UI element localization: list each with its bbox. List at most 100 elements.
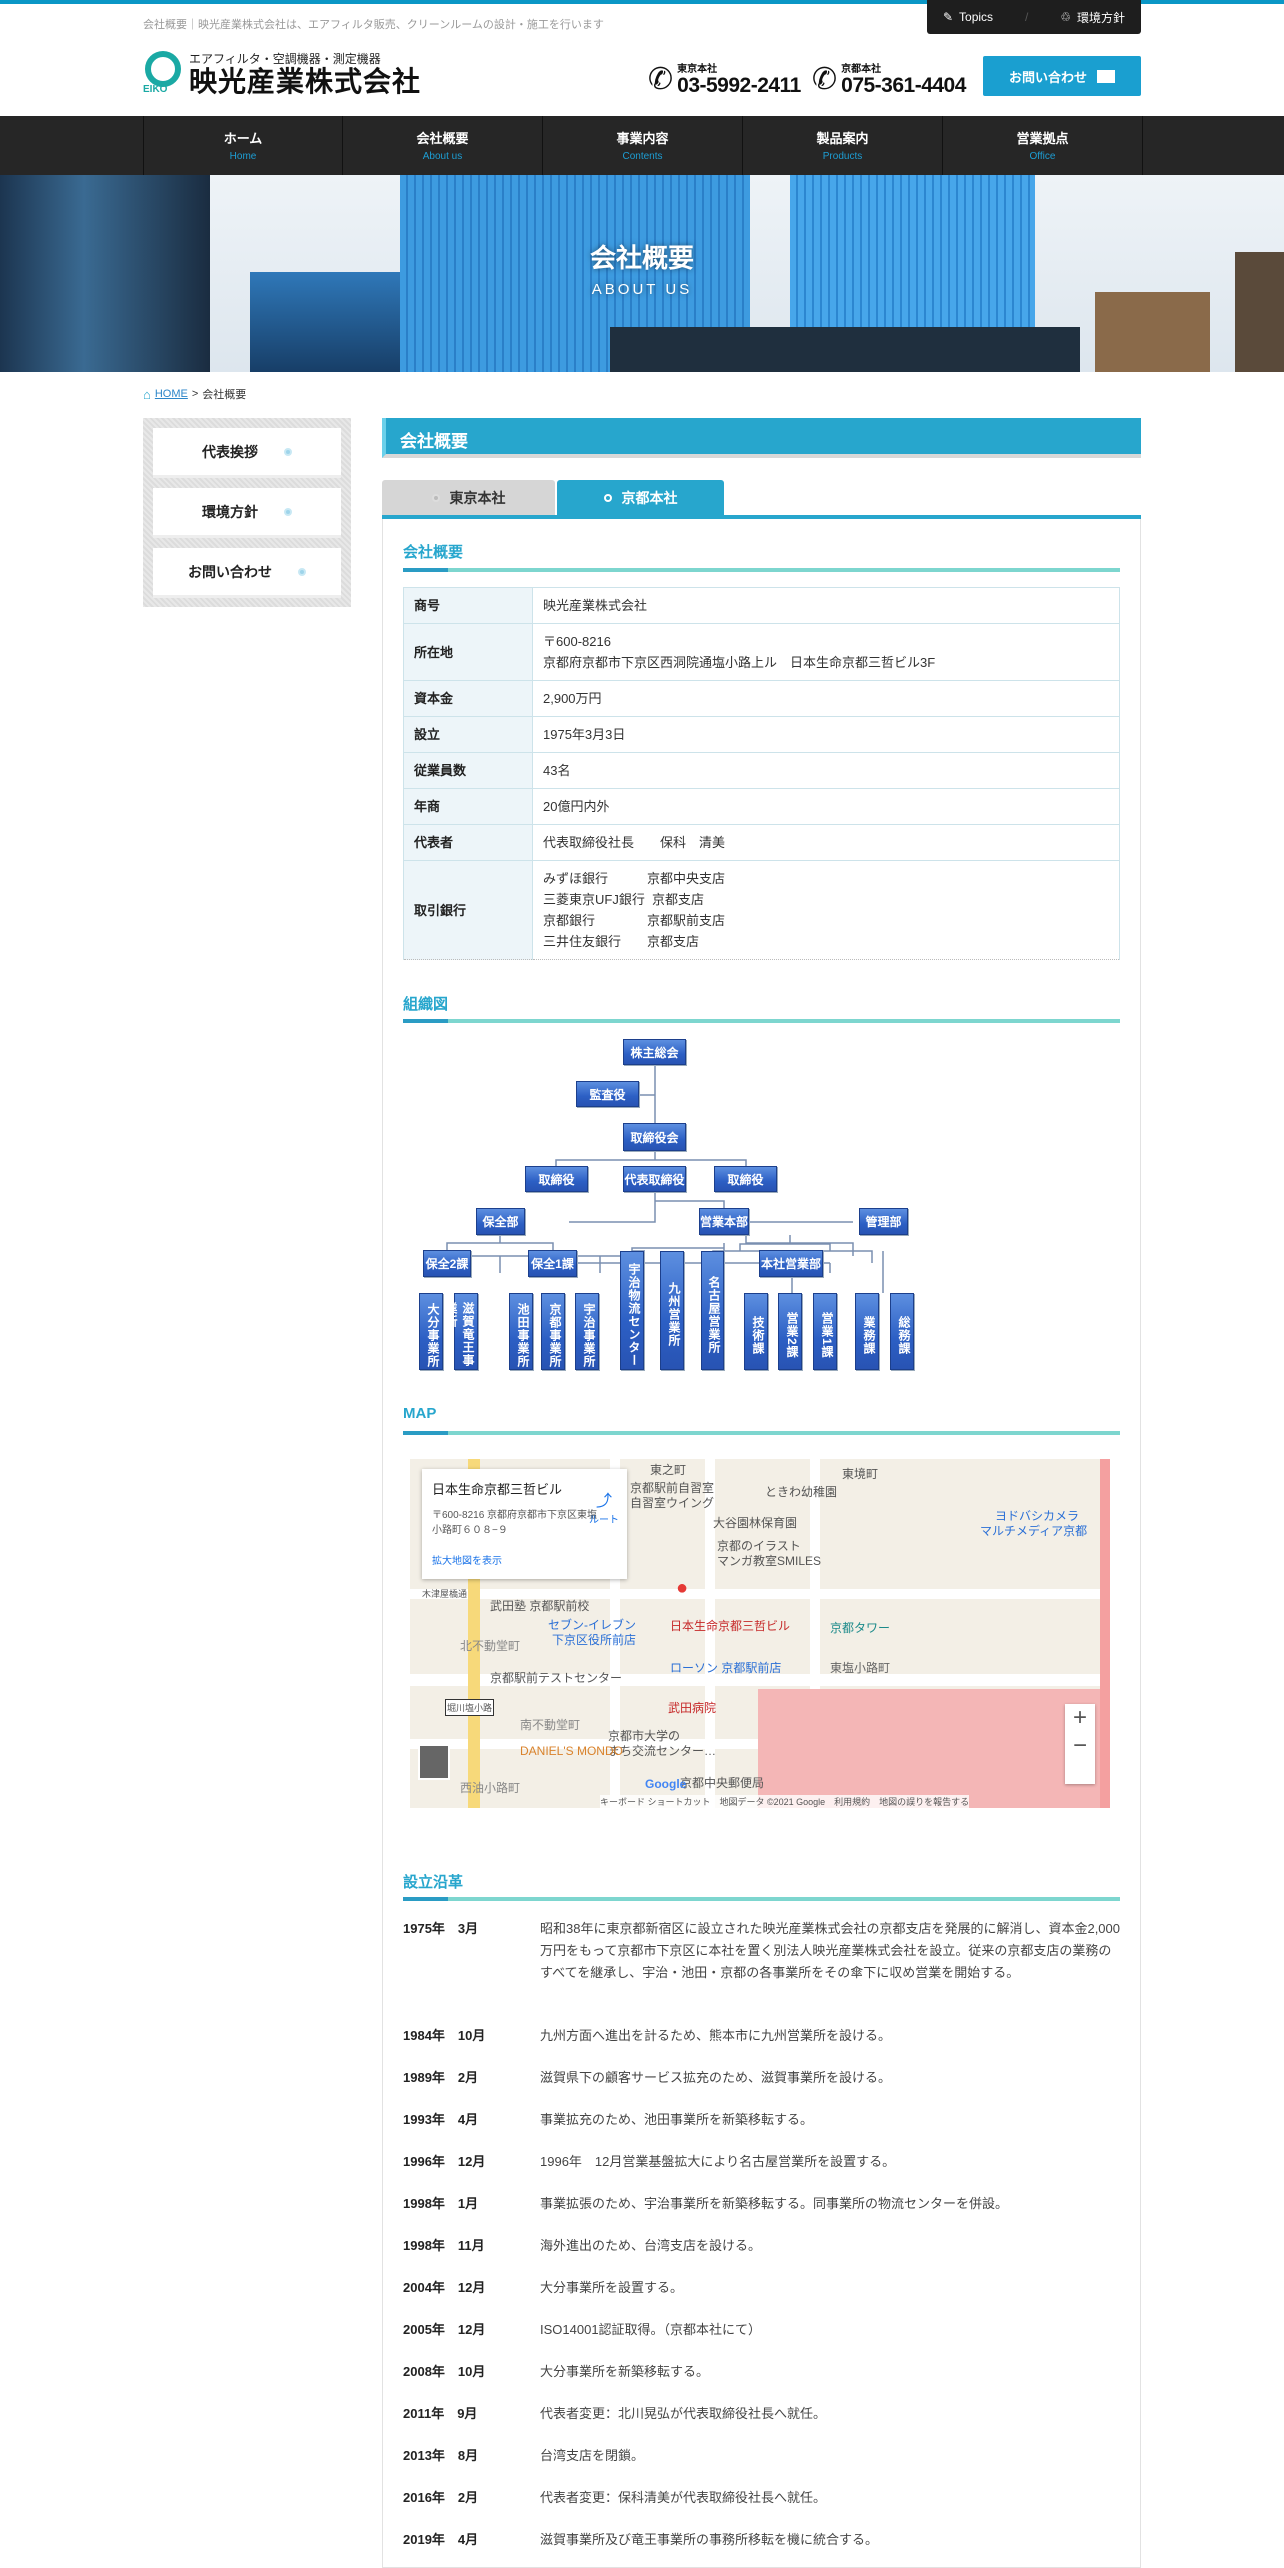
recycle-icon: ♲ (1060, 10, 1071, 24)
history-row: 2019年 4月 滋賀事業所及び竜王事業所の事務所移転を機に統合する。 (403, 2529, 1120, 2551)
org-node: 技術課 (744, 1293, 768, 1370)
zoom-in-button[interactable]: + (1072, 1704, 1087, 1731)
org-node: 管理部 (859, 1208, 908, 1235)
org-node: 代表取締役 (623, 1166, 686, 1192)
divider: / (1024, 10, 1029, 24)
pen-icon: ✎ (942, 10, 954, 24)
directions-icon: ⤴ (595, 1493, 612, 1510)
history-row: 2011年 9月代表者変更：北川晃弘が代表取締役社長へ就任。 (403, 2403, 1120, 2425)
top-accent-bar (0, 0, 1284, 4)
row-label: 従業員数 (403, 752, 533, 789)
history-text: 大分事業所を設置する。 (540, 2280, 684, 2295)
history-text: ISO14001認証取得。（京都本社にて） (540, 2322, 762, 2337)
history-row: 1998年 11月 海外進出のため、台湾支店を設ける。 (403, 2235, 1120, 2257)
site-logo[interactable]: EIKO エアフィルタ・空調機器・測定機器映光産業株式会社 (143, 50, 421, 97)
org-node: 名古屋営業所 (701, 1251, 724, 1370)
org-node: 取締役 (525, 1166, 588, 1192)
company-name: 映光産業株式会社 (189, 66, 422, 97)
history-date: 2013年 8月 (403, 2448, 479, 2463)
org-node: 業務課 (855, 1293, 879, 1370)
history-date: 1975年 3月 (403, 1921, 479, 1936)
enlarge-map-link[interactable]: 拡大地図を表示 (432, 1556, 502, 1567)
org-node: 本社営業部 (759, 1250, 823, 1277)
history-row: 2013年 8月台湾支店を閉鎖。 (403, 2445, 1120, 2467)
home-icon: ⌂ (143, 386, 151, 402)
history-text: 1996年 12月営業基盤拡大により名古屋営業所を設置する。 (540, 2154, 896, 2169)
section-heading-history: 設立沿革 (403, 1874, 464, 1891)
breadcrumb-home[interactable]: HOME (154, 388, 188, 400)
contact-button[interactable]: お問い合わせ (983, 56, 1141, 96)
org-node: 保全1課 (528, 1250, 577, 1277)
sidebar-item-greeting[interactable]: 代表挨拶 (153, 428, 341, 478)
bullet-icon (603, 493, 612, 502)
history-row: 2016年 2月代表者変更：保科清美が代表取締役社長へ就任。 (403, 2487, 1120, 2509)
row-label: 設立 (403, 716, 533, 753)
row-label: 年商 (403, 788, 533, 825)
bullet-icon (284, 507, 292, 516)
history-date: 2016年 2月 (403, 2490, 479, 2505)
route-button[interactable]: ⤴ルート (589, 1487, 619, 1526)
history-text: 滋賀事業所及び竜王事業所の事務所移転を機に統合する。 (540, 2532, 879, 2547)
history-date: 1989年 2月 (403, 2070, 479, 2085)
org-node: 総務課 (890, 1293, 914, 1370)
google-map[interactable]: 東之町 東境町 京都駅前自習室 自習室ウイング ときわ幼稚園 大谷園林保育園 京… (410, 1459, 1110, 1808)
history-text: 海外進出のため、台湾支店を設ける。 (540, 2238, 762, 2253)
org-node: 九州営業所 (660, 1251, 684, 1370)
page-title: 会社概要 (382, 418, 1141, 458)
satellite-toggle[interactable] (418, 1744, 450, 1780)
org-node: 宇治事業所 (575, 1293, 599, 1370)
history-text: 昭和38年に東京都新宿区に設立された映光産業株式会社の京都支店を発展的に解消し、… (540, 1921, 1120, 1980)
history-date: 2004年 12月 (403, 2280, 486, 2295)
phone-icon: ✆ (812, 63, 838, 96)
row-value: 代表取締役社長 保科 清美 (532, 824, 1120, 861)
section-heading-overview: 会社概要 (403, 544, 464, 561)
history-text: 事業拡張のため、宇治事業所を新築移転する。同事業所の物流センターを併設。 (540, 2196, 1009, 2211)
history-text: 九州方面へ進出を計るため、熊本市に九州営業所を設ける。 (540, 2028, 892, 2043)
org-node: 保全2課 (423, 1250, 471, 1277)
tab-tokyo[interactable]: 東京本社 (382, 480, 555, 515)
org-node: 営業1課 (813, 1293, 837, 1370)
tab-kyoto[interactable]: 京都本社 (557, 480, 724, 515)
history-date: 1998年 11月 (403, 2238, 485, 2253)
org-node: 京都事業所 (541, 1293, 565, 1370)
sidebar-item-contact[interactable]: お問い合わせ (153, 548, 341, 598)
history-text: 事業拡充のため、池田事業所を新築移転する。 (540, 2112, 814, 2127)
row-label: 取引銀行 (403, 860, 533, 960)
site-tagline: 会社概要｜映光産業株式会社は、エアフィルタ販売、クリーンルームの設計・施工を行い… (143, 19, 604, 31)
org-node: 保全部 (476, 1208, 525, 1235)
table-row: 代表者代表取締役社長 保科 清美 (403, 824, 1120, 861)
mail-icon (1097, 69, 1115, 83)
table-row: 商号映光産業株式会社 (403, 587, 1120, 624)
env-policy-link[interactable]: ♲環境方針 (1060, 10, 1125, 25)
org-node: 監査役 (576, 1081, 639, 1107)
sidebar-item-env-policy[interactable]: 環境方針 (153, 488, 341, 538)
topics-link[interactable]: ✎Topics (942, 10, 994, 24)
bullet-icon (298, 567, 306, 576)
zoom-out-button[interactable]: − (1072, 1732, 1087, 1759)
row-label: 所在地 (403, 623, 533, 681)
org-node: 取締役 (714, 1166, 777, 1192)
org-node: 池田事業所 (509, 1293, 533, 1370)
history-date: 1998年 1月 (403, 2196, 479, 2211)
bullet-icon (284, 447, 292, 456)
history-row: 1993年 4月事業拡充のため、池田事業所を新築移転する。 (403, 2109, 1120, 2131)
org-node: 取締役会 (623, 1123, 686, 1151)
section-heading-org: 組織図 (403, 996, 449, 1013)
org-node: 宇治物流センター (620, 1251, 644, 1370)
row-value: みずほ銀行 京都中央支店三菱東京UFJ銀行 京都支店京都銀行 京都駅前支店三井住… (532, 860, 1120, 960)
row-value: 1975年3月3日 (532, 716, 1120, 753)
row-value: 映光産業株式会社 (532, 587, 1120, 624)
history-date: 2019年 4月 (403, 2532, 479, 2547)
